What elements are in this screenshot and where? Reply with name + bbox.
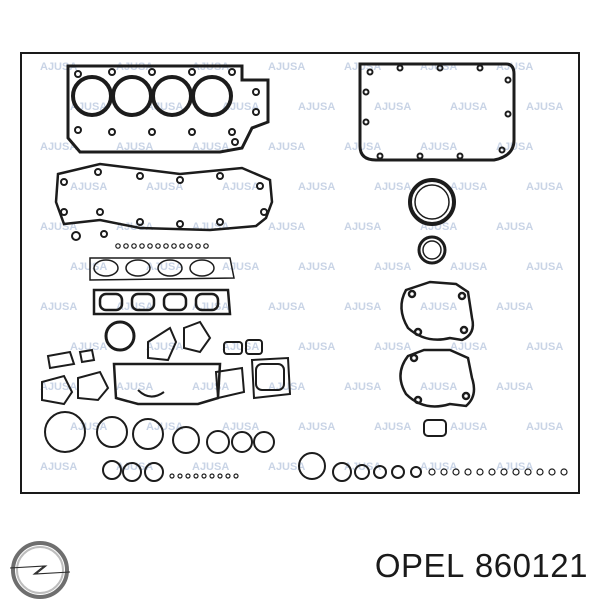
opel-blitz-logo-icon — [9, 541, 71, 599]
watermark-text: AJUSA — [420, 381, 457, 393]
watermark-text: AJUSA — [146, 181, 183, 193]
watermark-text: AJUSA — [344, 141, 381, 153]
watermark-text: AJUSA — [298, 101, 335, 113]
watermark-text: AJUSA — [222, 181, 259, 193]
watermark-text: AJUSA — [496, 301, 533, 313]
watermark-text: AJUSA — [268, 461, 305, 473]
crankshaft-seal-large — [408, 178, 456, 226]
part-number: 860121 — [474, 547, 588, 584]
watermark-text: AJUSA — [420, 141, 457, 153]
watermark-text: AJUSA — [40, 141, 77, 153]
watermark-text: AJUSA — [374, 261, 411, 273]
watermark-text: AJUSA — [146, 341, 183, 353]
valve-cover-gasket — [54, 162, 274, 241]
intake-manifold-gasket — [89, 257, 235, 281]
watermark-text: AJUSA — [222, 421, 259, 433]
gasket-kit-image: AJUSA AJUSA AJUSA AJUSA AJUSA AJUSA AJUSA AJUSA… — [20, 52, 580, 494]
watermark-text: AJUSA — [450, 261, 487, 273]
watermark-text: AJUSA — [268, 141, 305, 153]
small-seals — [169, 468, 568, 479]
watermark-text: AJUSA — [298, 341, 335, 353]
misc-gaskets — [41, 320, 292, 406]
watermark-text: AJUSA — [192, 381, 229, 393]
cylinder-head-gasket — [66, 64, 270, 154]
watermark-text: AJUSA — [526, 181, 563, 193]
water-pump-gasket — [400, 280, 475, 342]
valve-stem-seals — [115, 243, 209, 249]
o-rings — [44, 411, 422, 482]
watermark-text: AJUSA — [116, 381, 153, 393]
watermark-text: AJUSA — [268, 301, 305, 313]
small-flange-gasket — [423, 419, 447, 437]
brand-name: OPEL — [374, 547, 465, 584]
watermark-text: AJUSA — [526, 101, 563, 113]
watermark-text: AJUSA — [496, 461, 533, 473]
watermark-text: AJUSA — [450, 341, 487, 353]
exhaust-manifold-gasket — [92, 288, 232, 316]
watermark-text: AJUSA — [146, 261, 183, 273]
watermark-text: AJUSA — [450, 421, 487, 433]
watermark-text: AJUSA — [116, 141, 153, 153]
watermark-text: AJUSA — [450, 181, 487, 193]
crankshaft-seal-small — [417, 235, 447, 265]
watermark-text: AJUSA — [374, 341, 411, 353]
watermark-text: AJUSA — [526, 421, 563, 433]
watermark-text: AJUSA — [192, 461, 229, 473]
watermark-text: AJUSA — [450, 101, 487, 113]
watermark-text: AJUSA — [298, 181, 335, 193]
watermark-text: AJUSA — [70, 181, 107, 193]
watermark-text: AJUSA — [344, 461, 381, 473]
watermark-text: AJUSA — [496, 221, 533, 233]
oil-pan-gasket — [358, 62, 516, 162]
watermark-text: AJUSA — [374, 181, 411, 193]
watermark-text: AJUSA — [374, 421, 411, 433]
watermark-text: AJUSA — [268, 381, 305, 393]
watermark-text: AJUSA — [40, 461, 77, 473]
thermostat-housing-gasket — [399, 348, 476, 408]
watermark-text: AJUSA — [268, 61, 305, 73]
watermark-text: AJUSA — [298, 421, 335, 433]
watermark-text: AJUSA — [526, 341, 563, 353]
watermark-text: AJUSA — [344, 221, 381, 233]
watermark-text: AJUSA — [116, 461, 153, 473]
watermark-text: AJUSA — [146, 421, 183, 433]
watermark-text: AJUSA — [344, 301, 381, 313]
watermark-text: AJUSA — [496, 381, 533, 393]
watermark-text: AJUSA — [40, 301, 77, 313]
watermark-text: AJUSA — [268, 221, 305, 233]
image-frame — [20, 52, 580, 494]
watermark-text: AJUSA — [374, 101, 411, 113]
watermark-text: AJUSA — [192, 141, 229, 153]
watermark-text: AJUSA — [420, 461, 457, 473]
watermark-text: AJUSA — [344, 381, 381, 393]
watermark-text: AJUSA — [70, 261, 107, 273]
watermark-text: AJUSA — [526, 261, 563, 273]
watermark-text: AJUSA — [70, 341, 107, 353]
watermark-text: AJUSA — [420, 301, 457, 313]
watermark-text: AJUSA — [298, 261, 335, 273]
watermark-text: AJUSA — [70, 421, 107, 433]
watermark-text: AJUSA — [222, 341, 259, 353]
watermark-text: AJUSA — [222, 261, 259, 273]
